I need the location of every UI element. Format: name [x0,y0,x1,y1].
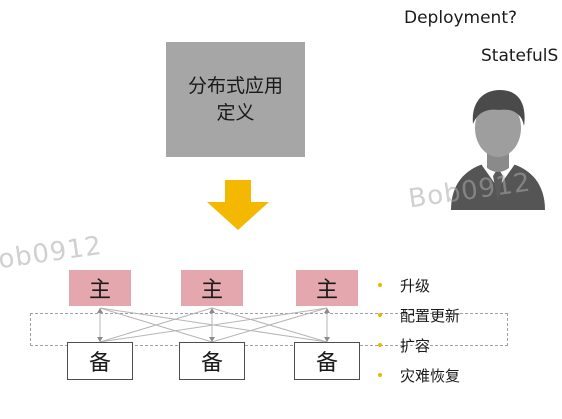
list-item-label: 配置更新 [400,306,461,325]
primary-node: 主 [69,270,131,306]
question-deployment: Deployment? [404,8,518,28]
list-item-label: 升级 [400,276,431,295]
primary-node: 主 [181,270,243,306]
list-item: 升级 [378,270,460,300]
backup-node: 备 [294,342,360,380]
user-avatar-icon [451,90,545,210]
bullet-icon [378,343,382,347]
down-arrow-icon [207,180,269,230]
primary-node: 主 [296,270,358,306]
list-item-label: 灾难恢复 [400,366,461,385]
list-item: 灾难恢复 [378,360,460,390]
list-item: 扩容 [378,330,460,360]
cluster-frame [30,313,508,346]
bullet-icon [378,283,382,287]
backup-node: 备 [179,342,245,380]
definition-box: 分布式应用定义 [166,42,305,157]
bullet-icon [378,373,382,377]
definition-box-label: 分布式应用定义 [187,74,283,124]
backup-node: 备 [67,342,133,380]
capability-list: 升级 配置更新 扩容 灾难恢复 [378,270,460,390]
list-item: 配置更新 [378,300,460,330]
question-statefulset: StatefulS [481,46,559,66]
bullet-icon [378,313,382,317]
list-item-label: 扩容 [400,336,431,355]
